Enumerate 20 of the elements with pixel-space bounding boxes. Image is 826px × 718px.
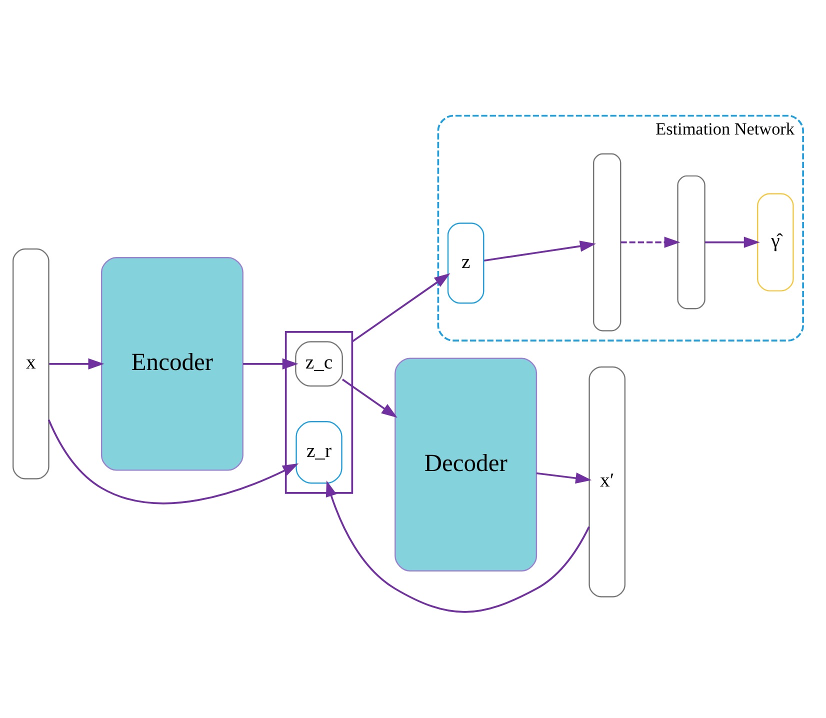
node-box: γ̂ — [757, 193, 794, 292]
arrow — [243, 358, 298, 370]
node-box: Encoder — [100, 257, 244, 471]
node-box: z — [447, 222, 484, 304]
arrow — [326, 480, 590, 613]
cluster — [284, 331, 354, 494]
arrow — [704, 236, 760, 248]
arrow — [620, 236, 680, 248]
arrow — [49, 358, 104, 370]
node-box: Decoder — [394, 358, 538, 572]
node-box: x — [12, 248, 50, 480]
arrow — [484, 240, 596, 262]
arrow — [342, 378, 398, 418]
node-box — [677, 175, 706, 310]
arrow — [48, 419, 299, 504]
arrow — [352, 273, 450, 342]
node-box — [592, 153, 622, 332]
node-box: z_r — [296, 421, 342, 484]
arrow — [536, 472, 592, 484]
node-box: x′ — [588, 366, 626, 598]
